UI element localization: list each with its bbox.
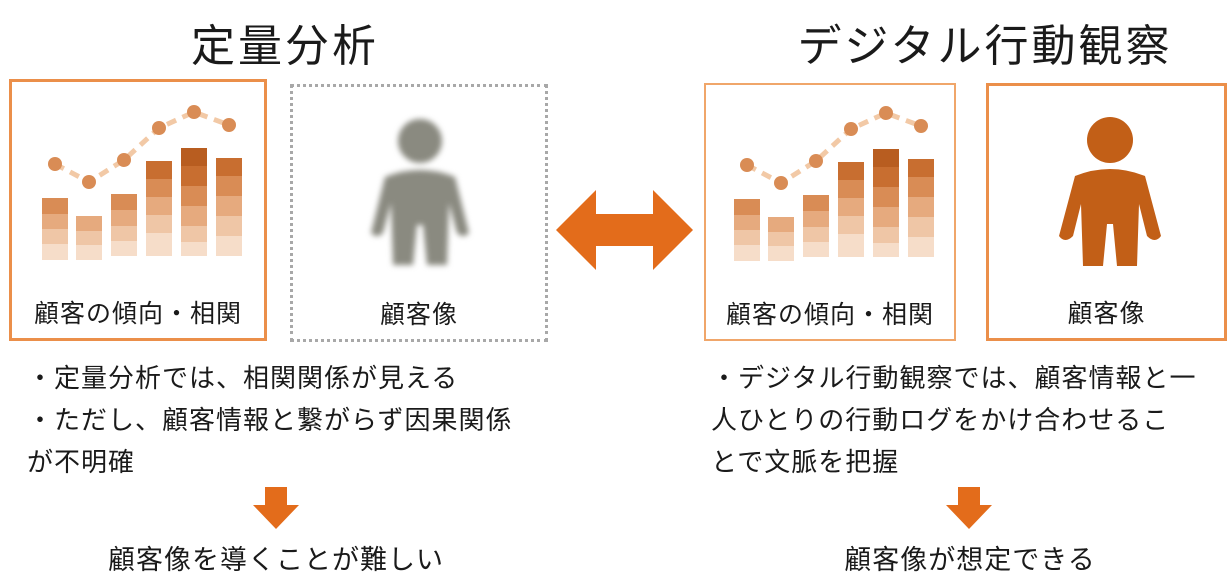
desc-line: とで文脈を把握 bbox=[711, 448, 900, 478]
blurred-person-icon bbox=[371, 119, 469, 265]
left-conclusion: 顧客像を導くことが難しい bbox=[108, 545, 444, 576]
chart-bars bbox=[42, 148, 242, 260]
right-title: デジタル行動観察 bbox=[797, 21, 1173, 72]
left-persona-label: 顧客像 bbox=[379, 300, 458, 329]
chart-trend-dots bbox=[48, 105, 236, 189]
desc-line: 人ひとりの行動ログをかけ合わせるこ bbox=[711, 406, 1170, 436]
left-title: 定量分析 bbox=[191, 21, 379, 72]
desc-line: ・ただし、顧客情報と繋がらず因果関係 bbox=[27, 406, 513, 436]
right-persona-box: 顧客像 bbox=[986, 83, 1227, 341]
desc-line: ・デジタル行動観察では、顧客情報と一 bbox=[711, 364, 1197, 394]
left-persona-box: 顧客像 bbox=[290, 84, 548, 342]
right-down-arrow-icon bbox=[946, 487, 992, 529]
right-description: ・デジタル行動観察では、顧客情報と一 人ひとりの行動ログをかけ合わせるこ とで文… bbox=[711, 358, 1196, 484]
right-chart-icon bbox=[734, 106, 934, 261]
desc-line: が不明確 bbox=[27, 448, 136, 478]
left-chart-label: 顧客の傾向・相関 bbox=[33, 299, 242, 328]
left-chart-icon bbox=[42, 105, 242, 260]
right-chart-label: 顧客の傾向・相関 bbox=[725, 300, 934, 329]
desc-line: ・定量分析では、相関関係が見える bbox=[27, 364, 459, 394]
left-down-arrow-icon bbox=[253, 487, 299, 529]
chart-trend-dots bbox=[740, 106, 928, 190]
right-chart-box: 顧客の傾向・相関 bbox=[704, 83, 956, 341]
double-arrow-icon bbox=[556, 190, 693, 270]
person-icon bbox=[1059, 117, 1161, 266]
chart-bars bbox=[734, 149, 934, 261]
right-conclusion: 顧客像が想定できる bbox=[844, 545, 1096, 576]
right-persona-label: 顧客像 bbox=[1067, 299, 1146, 328]
left-description: ・定量分析では、相関関係が見える ・ただし、顧客情報と繋がらず因果関係 が不明確 bbox=[27, 358, 512, 484]
left-chart-box: 顧客の傾向・相関 bbox=[9, 79, 267, 341]
